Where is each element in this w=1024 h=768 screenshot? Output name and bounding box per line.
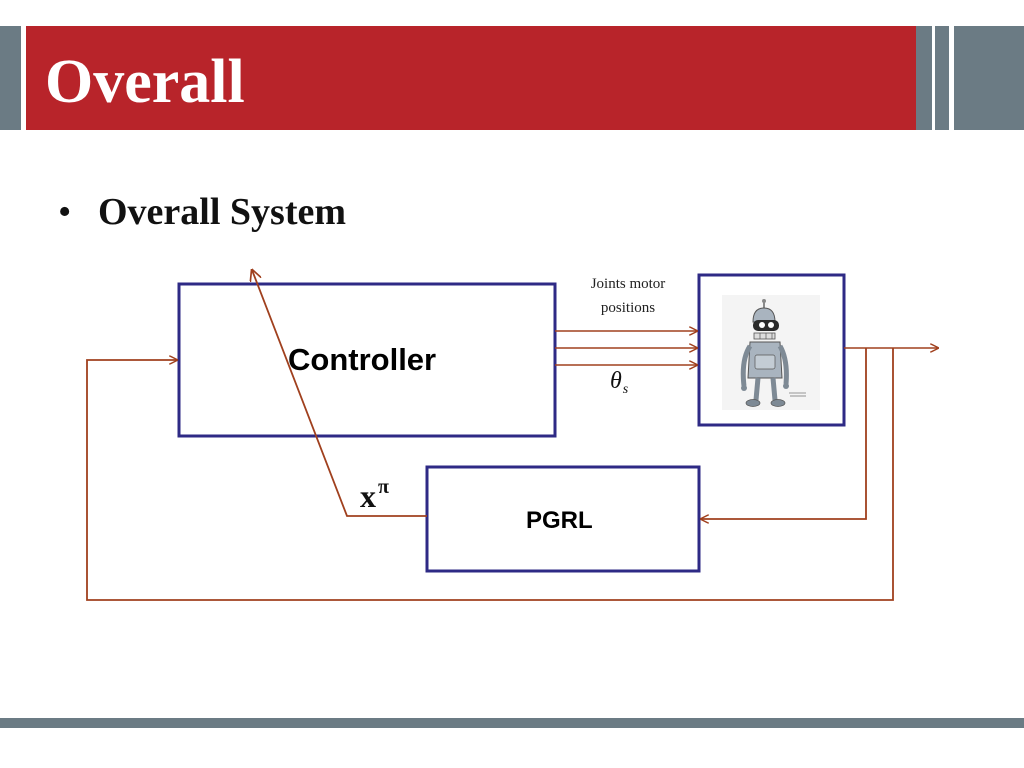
footer-bar (0, 718, 1024, 728)
bullet-text: Overall System (98, 191, 347, 233)
theta-subscript: s (622, 382, 629, 397)
left-stripe-gap (21, 26, 26, 130)
theta-symbol: θ (610, 368, 622, 394)
pgrl-box (425, 465, 701, 573)
policy-arrow (252, 270, 427, 517)
signal-label-line-1: Joints motor (590, 276, 666, 292)
x-symbol: x (360, 478, 376, 514)
bullet-dot-icon: • (58, 191, 72, 233)
right-stripe-5 (954, 26, 1024, 130)
robot-icon (722, 295, 820, 410)
controller-box (177, 282, 557, 438)
outer-feedback-arrow (86, 348, 894, 601)
right-stripe-4 (949, 26, 954, 130)
title-banner (26, 26, 916, 130)
page-title: Overall (45, 48, 245, 116)
theta-s-label: θs (610, 368, 628, 398)
right-stripe-3 (935, 26, 949, 130)
bullet-item: • Overall System (58, 188, 346, 236)
x-superscript: π (378, 476, 389, 498)
pgrl-label: PGRL (526, 507, 593, 534)
controller-label: Controller (288, 342, 437, 377)
pgrl-feedback-arrow (701, 348, 867, 519)
joints-motor-positions-label: Joints motor positions (568, 272, 688, 320)
right-stripe-1 (916, 26, 932, 130)
signal-label-line-2: positions (600, 300, 656, 316)
right-stripe-2 (932, 26, 935, 130)
left-stripe (0, 26, 21, 130)
